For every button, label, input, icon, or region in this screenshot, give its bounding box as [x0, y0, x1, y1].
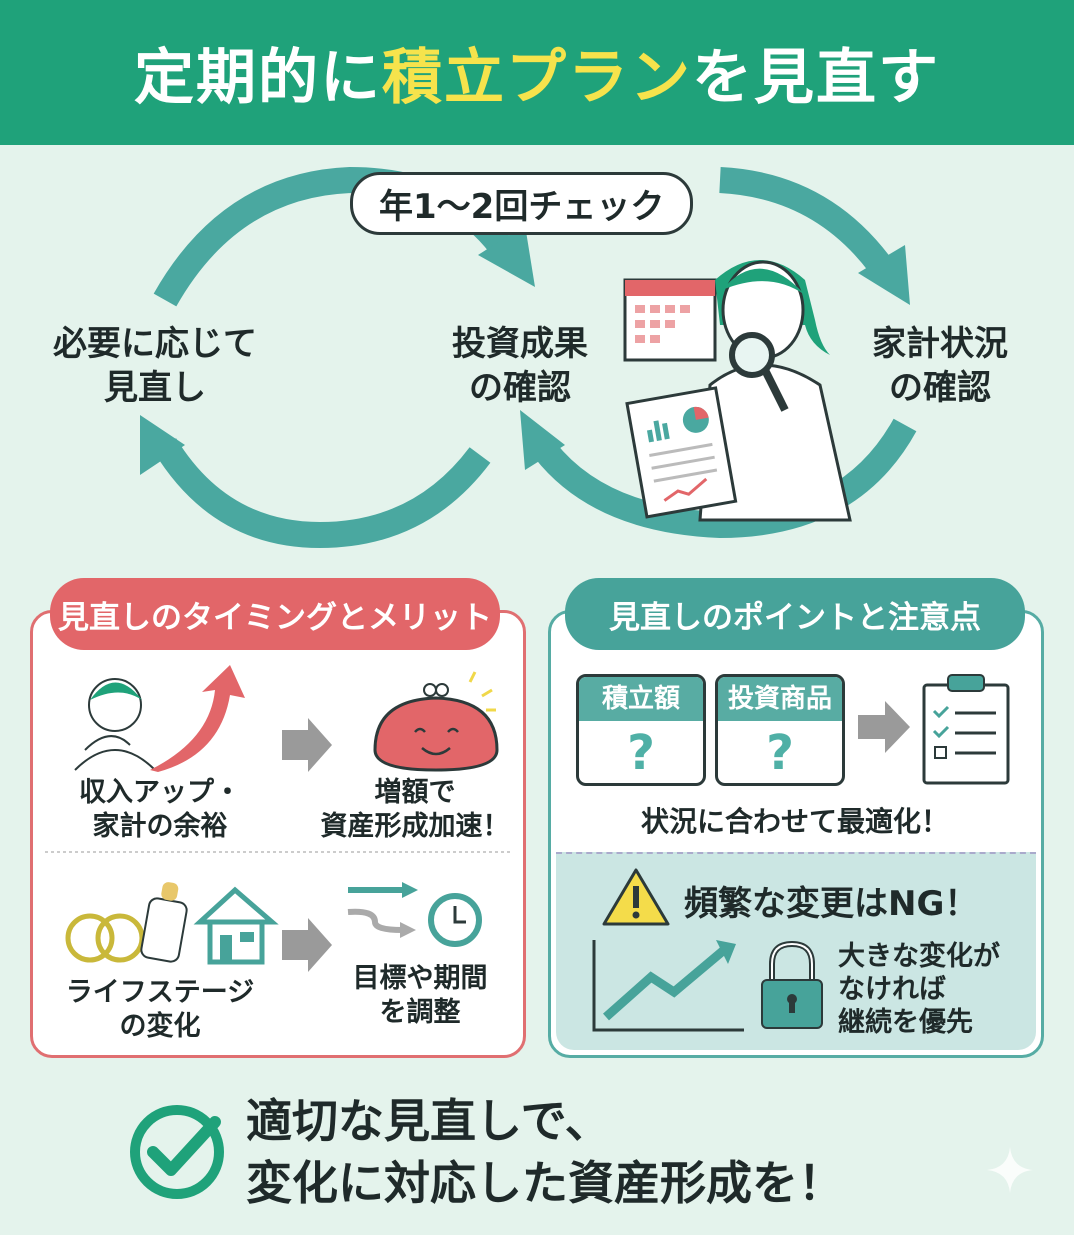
cycle-node-investment-results: 投資成果の確認 — [420, 322, 620, 410]
frequency-badge: 年1〜2回チェック — [350, 172, 694, 235]
label-line: 目標や期間 — [352, 963, 488, 994]
warning-icons — [592, 868, 823, 1032]
optimize-text: 状況に合わせて最適化！ — [640, 805, 949, 838]
person-checking-illustration — [623, 260, 852, 522]
footer-line: 変化に対応した資産形成を！ — [246, 1156, 844, 1210]
increase-benefit-label: 増額で資産形成加速！ — [305, 776, 525, 844]
label-line: 収入アップ・ — [79, 777, 241, 808]
points-cautions-title: 見直しのポイントと注意点 — [565, 578, 1025, 650]
warning-line: なければ — [838, 974, 946, 1005]
sparkle-icon — [987, 1147, 1033, 1193]
warning-text: 大きな変化がなければ継続を優先 — [838, 940, 1000, 1039]
card-label: 投資商品 — [718, 677, 842, 721]
arrowhead — [858, 245, 910, 305]
gray-arrow-icon — [282, 918, 332, 972]
node-line: 投資成果 — [452, 324, 588, 364]
title-pre: 定期的に — [134, 43, 382, 113]
house-icon — [193, 886, 279, 965]
person-income-up-icon — [74, 665, 245, 772]
page-header: 定期的に積立プランを見直す — [0, 0, 1074, 145]
cycle-arrow-bottom-right — [534, 418, 917, 539]
arrowhead — [520, 410, 565, 470]
income-up-label: 収入アップ・家計の余裕 — [55, 776, 265, 844]
label-line: 資産形成加速！ — [320, 811, 510, 842]
wedding-rings-icon — [65, 913, 145, 963]
footer-message: 適切な見直しで、変化に対応した資産形成を！ — [246, 1090, 844, 1214]
cycle-arrows — [140, 166, 917, 549]
warning-line: 大きな変化が — [838, 941, 1000, 972]
warning-title: 頻繁な変更はNG！ — [684, 884, 979, 924]
cycle-arrow-bottom-left — [153, 438, 491, 549]
report-document-icon — [625, 386, 738, 519]
question-mark-icon: ? — [627, 725, 655, 781]
lock-icon — [761, 940, 823, 1029]
footer-line: 適切な見直しで、 — [246, 1094, 611, 1148]
cycle-arrow-top-right — [719, 167, 891, 273]
magnifier-icon — [729, 332, 775, 378]
cycle-node-review: 必要に応じて見直し — [40, 322, 270, 410]
gray-arrow-icon — [282, 718, 332, 772]
node-line: 必要に応じて — [53, 324, 257, 364]
label-line: を調整 — [379, 997, 461, 1028]
checklist-clipboard-icon — [922, 674, 1010, 785]
timing-benefits-title: 見直しのタイミングとメリット — [50, 578, 500, 650]
timing-icons — [45, 665, 510, 972]
label-line: ライフステージ — [65, 977, 255, 1008]
growth-chart-icon — [592, 940, 744, 1032]
card-label: 積立額 — [579, 677, 703, 721]
title-highlight: 積立プラン — [382, 43, 692, 113]
label-line: 増額で — [374, 777, 456, 808]
card-contribution-amount: 積立額? — [576, 674, 706, 786]
arrowhead — [478, 225, 535, 287]
baby-bottle-icon — [140, 882, 188, 963]
smiling-purse-icon — [373, 671, 499, 772]
title-post: を見直す — [692, 43, 940, 113]
label-line: の変化 — [119, 1011, 201, 1042]
warning-line: 継続を優先 — [838, 1007, 973, 1038]
life-stage-label: ライフステージの変化 — [45, 976, 275, 1044]
adjust-goal-label: 目標や期間を調整 — [320, 962, 520, 1030]
question-mark-icon: ? — [766, 725, 794, 781]
node-line: の確認 — [889, 368, 991, 408]
gray-arrow-icon — [858, 701, 910, 753]
adjust-schedule-icon — [347, 882, 482, 947]
cycle-node-household: 家計状況の確認 — [845, 322, 1035, 410]
check-circle-icon — [130, 1105, 224, 1199]
node-line: の確認 — [469, 368, 571, 408]
label-line: 家計の余裕 — [92, 811, 228, 842]
warning-triangle-icon — [602, 868, 670, 926]
arrowhead — [140, 415, 185, 475]
optimize-icons — [858, 674, 1010, 785]
card-investment-product: 投資商品? — [715, 674, 845, 786]
node-line: 見直し — [104, 368, 206, 408]
node-line: 家計状況 — [872, 324, 1008, 364]
